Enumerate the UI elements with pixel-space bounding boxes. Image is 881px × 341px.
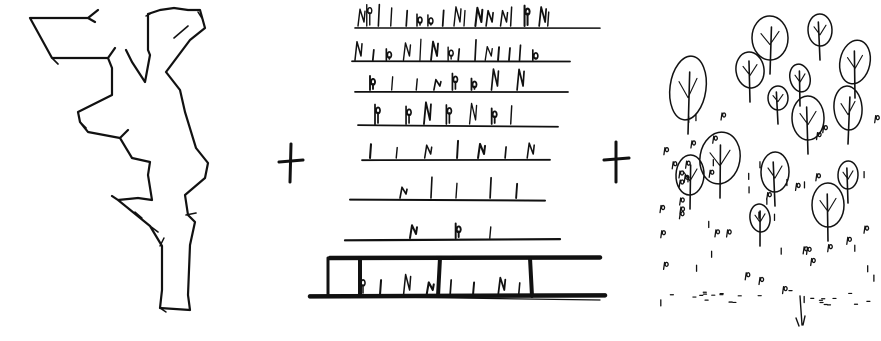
zigzag-plan-sketch	[0, 0, 250, 341]
plus-sign	[601, 138, 631, 188]
tree-canopy-sketch	[650, 0, 881, 341]
stacked-terraces-elevation-sketch	[300, 0, 620, 341]
